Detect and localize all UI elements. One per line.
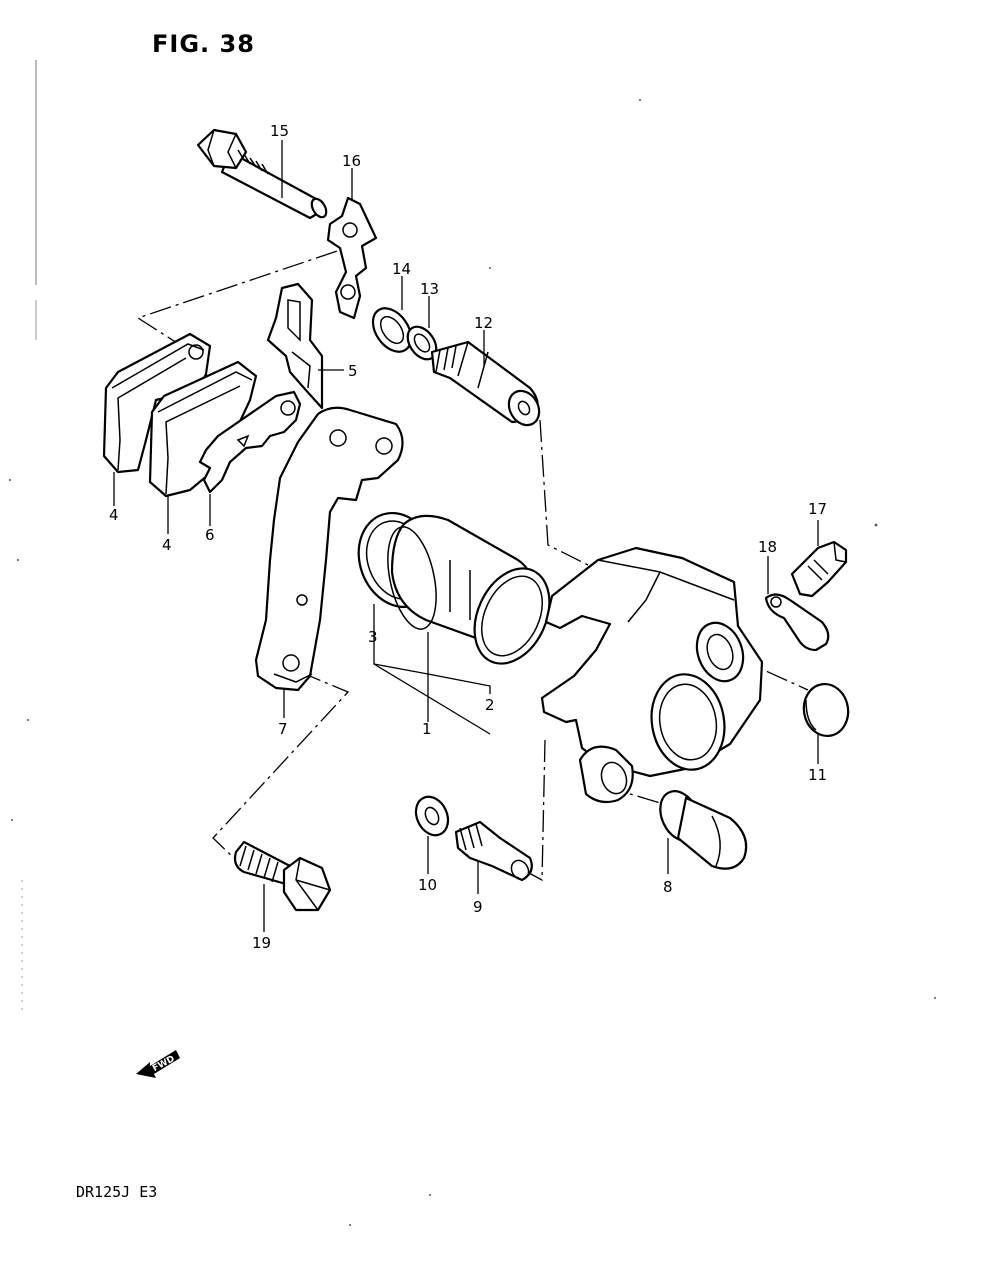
part-17-bleeder-valve <box>790 540 848 598</box>
callout-13: 13 <box>420 280 439 298</box>
part-19-mounting-bolt-lower <box>233 840 332 912</box>
figure-title: FIG. 38 <box>152 30 255 58</box>
part-18-bleeder-cap <box>764 593 830 652</box>
callout-18: 18 <box>758 538 777 556</box>
fwd-arrow-icon: FWD <box>136 1050 180 1078</box>
part-12-pad-pin <box>430 340 541 427</box>
callout-5: 5 <box>348 362 358 380</box>
part-13-o-ring <box>406 325 438 361</box>
callout-16: 16 <box>342 152 361 170</box>
part-7-caliper-bracket <box>254 406 404 692</box>
scan-artifacts <box>9 60 936 1226</box>
callout-2: 2 <box>485 696 495 714</box>
part-2-piston-seal <box>473 567 551 665</box>
callout-labels: 15 16 14 13 12 5 4 4 6 17 18 3 2 1 7 11 … <box>109 122 827 952</box>
model-code: DR125J E3 <box>76 1183 158 1201</box>
part-9-caliper-pin <box>454 820 533 882</box>
callout-19: 19 <box>252 934 271 952</box>
callout-8: 8 <box>663 878 673 896</box>
part-8-slide-pin-bolt <box>659 790 748 870</box>
part-5-pad-spring <box>266 282 324 410</box>
callout-3: 3 <box>368 628 378 646</box>
callout-4-outer: 4 <box>109 506 119 524</box>
part-16-lock-washer <box>326 196 378 320</box>
callout-11: 11 <box>808 766 827 784</box>
caliper-body <box>540 546 764 804</box>
part-15-mounting-bolt-upper <box>196 128 328 220</box>
callout-14: 14 <box>392 260 411 278</box>
part-11-cap <box>802 683 850 737</box>
callout-17: 17 <box>808 500 827 518</box>
callout-1: 1 <box>422 720 432 738</box>
callout-6: 6 <box>205 526 215 544</box>
callout-10: 10 <box>418 876 437 894</box>
callout-9: 9 <box>473 898 483 916</box>
callout-15: 15 <box>270 122 289 140</box>
part-6-pad-shim <box>198 390 302 494</box>
callout-7: 7 <box>278 720 288 738</box>
part-10-washer <box>414 795 450 837</box>
callout-12: 12 <box>474 314 493 332</box>
callout-4-inner: 4 <box>162 536 172 554</box>
part-14-boot <box>371 307 413 353</box>
callout-leaders <box>113 140 819 932</box>
fwd-label: FWD <box>151 1054 176 1074</box>
